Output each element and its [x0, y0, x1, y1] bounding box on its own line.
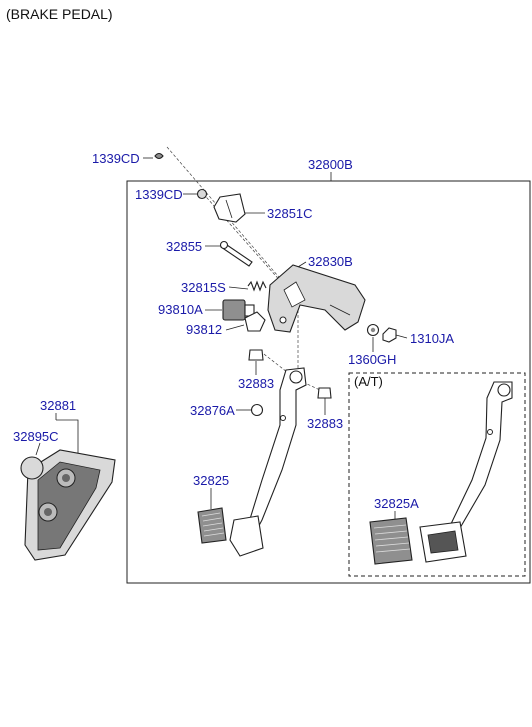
label-32876a: 32876A: [190, 403, 235, 418]
clevis-32851c: [213, 193, 246, 223]
leader-lines: [35, 157, 408, 520]
at-label: (A/T): [354, 374, 383, 389]
nut-1310ja: [382, 327, 397, 343]
label-32855: 32855: [166, 239, 202, 254]
label-32830b: 32830B: [308, 254, 353, 269]
label-32825a: 32825A: [374, 496, 419, 511]
pedal-pad-32825: [197, 507, 227, 544]
nut-93812: [244, 311, 266, 332]
label-32815s: 32815S: [181, 280, 226, 295]
label-1310ja: 1310JA: [410, 331, 454, 346]
label-1339cd-top: 1339CD: [92, 151, 140, 166]
assembly-frame: [126, 180, 531, 584]
bushing-32883-b: [317, 387, 332, 399]
brake-pedal-arm: [229, 367, 307, 557]
label-32825: 32825: [193, 473, 229, 488]
bushing-32876a: [250, 403, 264, 417]
label-1360gh: 1360GH: [348, 352, 396, 367]
label-1339cd: 1339CD: [135, 187, 183, 202]
bushing-32883-a: [248, 349, 264, 361]
page-title: (BRAKE PEDAL): [6, 6, 113, 22]
label-93810a: 93810A: [158, 302, 203, 317]
pedal-pad-32825a: [369, 517, 413, 565]
pin-32855: [219, 240, 253, 267]
cap-32895c: [20, 456, 44, 480]
bracket-32830b: [267, 264, 366, 333]
clip-1339cd: [196, 188, 208, 200]
label-32883-b: 32883: [307, 416, 343, 431]
clip-1339cd-top: [154, 152, 164, 160]
at-frame: [348, 372, 526, 577]
at-brake-pedal-arm: [419, 381, 513, 563]
bolt-1360gh: [366, 323, 380, 337]
label-32851c: 32851C: [267, 206, 313, 221]
label-32800b: 32800B: [308, 157, 353, 172]
spring-32815s: [247, 280, 267, 292]
label-32895c: 32895C: [13, 429, 59, 444]
pedal-cover-32881: [24, 449, 116, 561]
label-93812: 93812: [186, 322, 222, 337]
label-32883-a: 32883: [238, 376, 274, 391]
label-32881: 32881: [40, 398, 76, 413]
